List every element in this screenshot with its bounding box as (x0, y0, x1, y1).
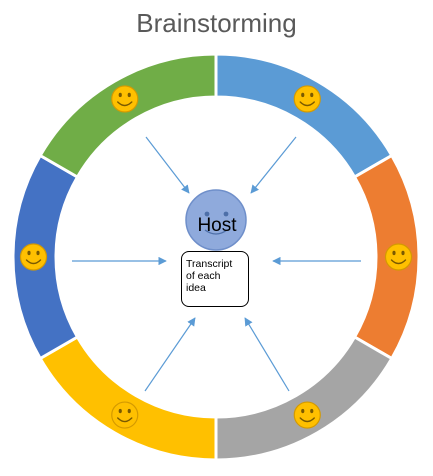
host-node: Host (185, 189, 247, 251)
idea-arrow-5 (144, 317, 196, 392)
host-eye-left (204, 211, 210, 217)
idea-arrows (72, 136, 361, 392)
transcript-line-1: Transcript (186, 258, 233, 270)
smiley-icon (111, 401, 139, 429)
smiley-icon (293, 401, 321, 429)
ring-segment-top-right (214, 52, 394, 180)
smiley-icon (384, 243, 413, 271)
ring-segment-top-left (38, 52, 218, 180)
smiley-icon (293, 85, 321, 113)
transcript-line-2: of each (186, 270, 221, 282)
idea-arrow-2 (250, 136, 297, 194)
transcript-box: Transcript of each idea (181, 251, 249, 307)
participants (19, 85, 413, 429)
transcript-line-3: idea (186, 282, 206, 294)
host-circle (185, 189, 247, 251)
smiley-icon (111, 85, 139, 113)
ring-segment-bottom-right (214, 334, 394, 462)
smiley-icon (19, 243, 48, 271)
host-eye-right (223, 211, 229, 217)
idea-arrow-1 (145, 136, 190, 194)
host-label: Host (197, 215, 237, 236)
idea-arrow-6 (244, 317, 290, 392)
ring-segment-bottom-left (38, 334, 218, 462)
page-title: Brainstorming (136, 8, 297, 38)
host-mouth (204, 229, 228, 235)
